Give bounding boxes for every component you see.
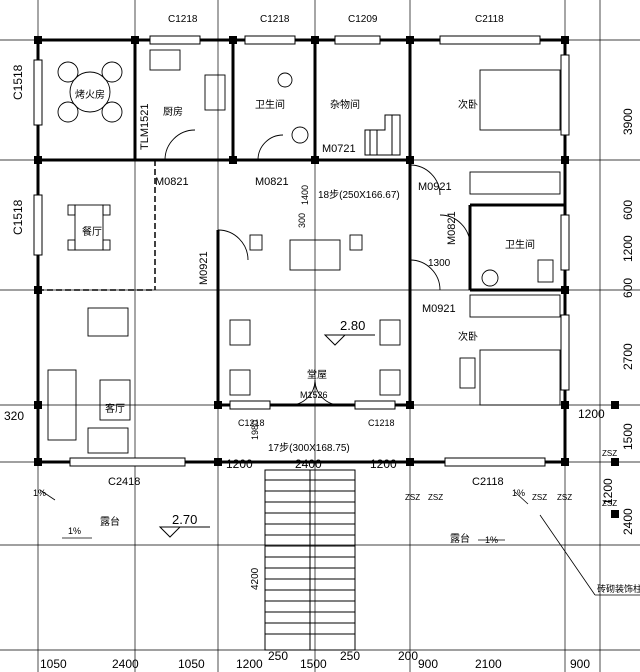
- elevation-hall: 2.80: [340, 318, 365, 333]
- window-label-top-4: C2118: [475, 14, 504, 25]
- room-dining: 餐厅: [82, 225, 102, 238]
- door-m0821-c: M0821: [446, 211, 458, 245]
- room-bedroom-2: 次卧: [458, 330, 478, 343]
- dim-1200-edge: 1200: [578, 407, 605, 421]
- furniture: [47, 49, 561, 454]
- dim-1300: 1300: [428, 258, 451, 269]
- window-c2118-bottom: C2118: [472, 476, 504, 488]
- dim-1400: 1400: [300, 185, 310, 205]
- dim-bottom-2: 2400: [112, 657, 139, 671]
- room-terrace-right: 露台: [450, 532, 470, 545]
- window-label-top-1: C1218: [168, 14, 198, 25]
- door-tlm1521: TLM1521: [139, 104, 151, 150]
- dim-bottom-7: 250: [340, 649, 360, 663]
- dim-right-7: 1200: [601, 478, 615, 505]
- dim-bottom-4: 1200: [236, 657, 263, 671]
- room-hall: 堂屋: [307, 369, 327, 381]
- slope-1: 1%: [33, 488, 46, 498]
- room-bedroom-1: 次卧: [458, 98, 478, 111]
- door-swings: [164, 129, 471, 406]
- dim-right-2: 600: [621, 200, 635, 220]
- dim-right-6: 1500: [621, 423, 635, 450]
- labels: C1218 C1218 C1209 C2118 C1518 C1518 3900…: [4, 14, 640, 671]
- dim-bottom-10: 2100: [475, 657, 502, 671]
- room-storage: 杂物间: [330, 98, 360, 111]
- stair-upper-note: 18步(250X166.67): [318, 189, 400, 201]
- stairs: [264, 114, 401, 651]
- column-posts: [34, 36, 619, 518]
- room-kitchen: 厨房: [163, 105, 183, 118]
- door-m0921-c: M0921: [422, 303, 456, 315]
- note-leader: [539, 514, 640, 596]
- dim-2400: 2400: [295, 457, 322, 471]
- elevation-markers: [158, 334, 375, 538]
- slope-3: 1%: [512, 488, 525, 498]
- slope-arrows: [39, 489, 529, 541]
- window-label-top-3: C1209: [348, 14, 378, 25]
- dim-bottom-3: 1050: [178, 657, 205, 671]
- door-m0921-a: M0921: [418, 181, 452, 193]
- slope-4: 1%: [485, 535, 498, 545]
- window-inner-2: C1218: [368, 418, 395, 428]
- slope-2: 1%: [68, 526, 81, 536]
- window-openings: [33, 35, 570, 467]
- dim-1200-left: 1200: [226, 457, 253, 471]
- room-bath-2: 卫生间: [505, 238, 535, 251]
- dim-left-320: 320: [4, 409, 24, 423]
- dim-300: 300: [297, 213, 307, 228]
- dim-bottom-6: 1500: [300, 657, 327, 671]
- room-terrace-left: 露台: [100, 515, 120, 528]
- dim-right-1: 3900: [621, 108, 635, 135]
- door-m0821-b: M0821: [255, 176, 289, 188]
- dim-bottom-8: 200: [398, 649, 418, 663]
- dim-1200-right: 1200: [370, 457, 397, 471]
- room-bbq: 烤火房: [75, 88, 105, 101]
- dim-bottom-9: 900: [418, 657, 438, 671]
- column-zsz-3: ZSZ: [532, 493, 547, 502]
- room-bath-1: 卫生间: [255, 98, 285, 111]
- dim-bottom-11: 900: [570, 657, 590, 671]
- dim-right-5: 2700: [621, 343, 635, 370]
- column-zsz-4: ZSZ: [557, 493, 572, 502]
- elevation-terrace: 2.70: [172, 512, 197, 527]
- dim-4200: 4200: [250, 567, 261, 590]
- door-m0821-a: M0821: [155, 176, 189, 188]
- column-zsz-2: ZSZ: [428, 493, 443, 502]
- dim-right-8: 2400: [621, 508, 635, 535]
- dim-right-3: 1200: [621, 235, 635, 262]
- window-label-left-1: C1518: [11, 64, 25, 100]
- dim-1980: 1980: [250, 420, 260, 440]
- column-zsz-6: ZSZ: [602, 499, 617, 508]
- door-m1526: M1526: [300, 390, 328, 400]
- window-c2418: C2418: [108, 476, 140, 488]
- room-living: 客厅: [105, 402, 125, 415]
- stair-lower-note: 17步(300X168.75): [268, 442, 350, 454]
- dim-bottom-5: 250: [268, 649, 288, 663]
- door-m0721: M0721: [322, 143, 356, 155]
- door-m0921-b: M0921: [198, 251, 210, 285]
- dim-bottom-1: 1050: [40, 657, 67, 671]
- window-label-left-2: C1518: [11, 199, 25, 235]
- decorative-column-note: 砖砌装饰柱: [597, 583, 640, 595]
- window-inner-1: C1218: [238, 418, 265, 428]
- window-label-top-2: C1218: [260, 14, 290, 25]
- column-zsz-5: ZSZ: [602, 449, 617, 458]
- dim-right-4: 600: [621, 278, 635, 298]
- column-zsz-1: ZSZ: [405, 493, 420, 502]
